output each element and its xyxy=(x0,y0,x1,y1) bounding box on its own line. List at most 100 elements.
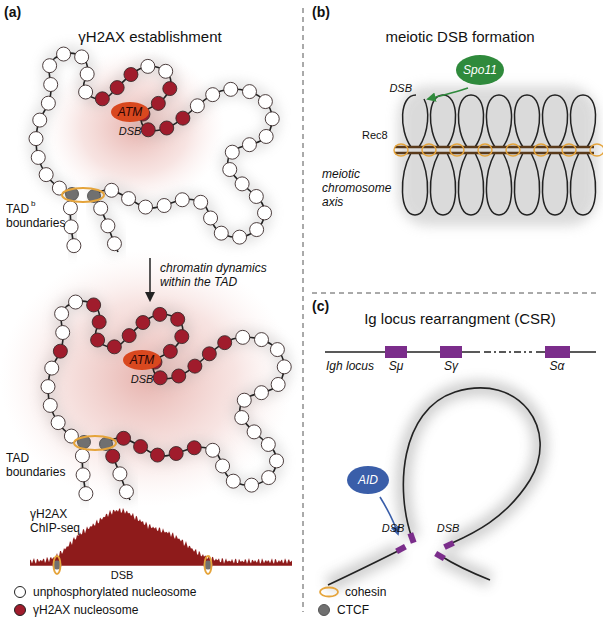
chromosome-shadow xyxy=(398,86,598,226)
nucleosome xyxy=(226,474,240,488)
protein-name: AID xyxy=(346,465,390,495)
protein-name: ATM xyxy=(110,101,150,123)
art-shape xyxy=(328,550,400,585)
nucleosome xyxy=(270,343,284,357)
nucleosome xyxy=(258,95,272,109)
legend-swatch xyxy=(318,604,330,616)
nucleosome xyxy=(141,123,155,137)
nucleosome xyxy=(75,449,89,463)
nucleosome xyxy=(218,336,232,350)
legend-swatch xyxy=(14,586,26,598)
nucleosome xyxy=(247,425,261,439)
chromatin-layer xyxy=(0,47,294,506)
nucleosome xyxy=(235,177,249,191)
chromatin-loop xyxy=(570,153,595,215)
switch-end xyxy=(443,540,455,550)
nucleosome xyxy=(29,132,43,146)
nucleosome xyxy=(262,471,276,485)
nucleosome xyxy=(45,361,59,375)
axis-label: meiotic chromosome axis xyxy=(322,168,396,209)
chromatin-loop xyxy=(486,153,511,215)
nucleosome xyxy=(139,200,153,214)
rec8-cohesin xyxy=(478,144,492,156)
rec8-cohesin xyxy=(422,144,436,156)
chip-seq-track xyxy=(30,508,292,574)
switch-label: Sμ xyxy=(389,360,404,374)
nucleosome xyxy=(110,81,124,95)
chromatin-loop xyxy=(419,99,428,147)
nucleosome xyxy=(194,195,208,209)
nucleosome xyxy=(76,468,90,482)
nucleosome xyxy=(51,416,65,430)
cohesin-ring xyxy=(62,188,104,202)
nucleosome xyxy=(31,150,45,164)
nucleosome xyxy=(259,129,273,143)
chromatin-loop xyxy=(402,153,427,215)
nucleosome xyxy=(153,307,167,321)
panel-title: Ig locus rearrangment (CSR) xyxy=(364,310,556,327)
nucleosome xyxy=(176,111,190,125)
nucleosome xyxy=(41,380,55,394)
panel-letter: (b) xyxy=(312,4,330,20)
nucleosome xyxy=(44,78,58,92)
legend-text: unphosphorylated nucleosome xyxy=(33,585,196,599)
nucleosome xyxy=(160,121,174,135)
dsb-label: DSB xyxy=(382,522,405,535)
rec8-cohesin xyxy=(562,144,576,156)
nucleosome xyxy=(63,201,77,215)
panel-title: γH2AX establishment xyxy=(78,28,221,45)
nucleosome xyxy=(206,443,220,457)
nucleosome xyxy=(258,206,272,220)
nucleosome xyxy=(163,344,177,358)
nucleosome xyxy=(119,485,133,499)
chip-baseline xyxy=(30,564,292,566)
nucleosome xyxy=(87,298,101,312)
dsb-label: DSB xyxy=(131,373,154,386)
switch-end xyxy=(434,551,446,561)
switch-end xyxy=(395,544,407,554)
nucleosome xyxy=(254,386,268,400)
legend-entry: unphosphorylated nucleosome xyxy=(14,585,196,599)
rec8-cohesin xyxy=(534,144,548,156)
loop-shadow xyxy=(328,388,540,585)
transition-label: chromatin dynamics within the TAD xyxy=(160,262,278,290)
switch-label: Sα xyxy=(550,360,565,374)
switch-region xyxy=(385,346,407,358)
nucleosome xyxy=(271,377,285,391)
nucleosome xyxy=(79,487,93,501)
switch-end xyxy=(407,532,416,543)
nucleosome xyxy=(69,295,83,309)
nucleosome xyxy=(175,193,189,207)
cohesin-ring xyxy=(54,556,61,574)
nucleosome xyxy=(117,431,131,445)
nucleosome xyxy=(236,330,250,344)
nucleosome xyxy=(169,447,183,461)
nucleosome xyxy=(105,183,119,197)
switch-label: Sγ xyxy=(444,360,458,374)
nucleosome xyxy=(171,312,185,326)
nucleosome xyxy=(122,329,136,343)
nucleosome xyxy=(141,59,155,73)
legend-text: γH2AX nucleosome xyxy=(33,603,138,617)
nucleosome xyxy=(224,82,238,96)
art-shape xyxy=(403,388,540,545)
meiotic-chromosome xyxy=(394,95,603,215)
nucleosome xyxy=(79,85,93,99)
art-shape xyxy=(440,556,490,580)
nucleosome xyxy=(151,96,165,110)
nucleosome xyxy=(43,59,57,73)
nucleosome xyxy=(134,440,148,454)
dsb-label: DSB xyxy=(119,125,142,138)
dna-strand xyxy=(328,551,398,585)
igh-locus-gap xyxy=(484,351,532,352)
rec8-cohesin xyxy=(450,144,464,156)
nucleosome xyxy=(172,369,186,383)
chromatin-loop xyxy=(542,153,567,215)
nucleosome xyxy=(113,467,127,481)
protein-outline xyxy=(456,55,504,85)
boundary-label: TAD xyxy=(6,203,29,217)
panel-letter: (c) xyxy=(312,298,329,314)
nucleosome xyxy=(187,441,201,455)
panel-divider xyxy=(303,8,304,612)
